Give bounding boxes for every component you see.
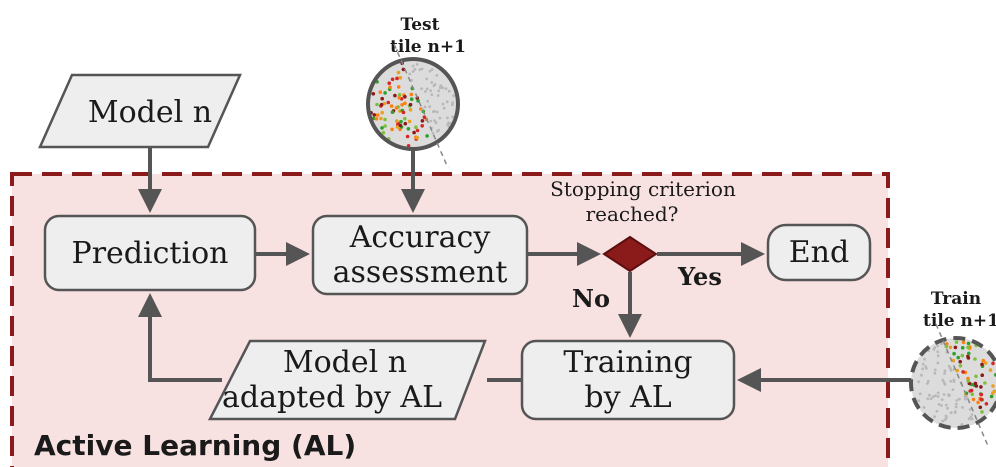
training-node xyxy=(520,339,736,421)
train-tile-icon xyxy=(909,323,996,447)
model-n-node xyxy=(38,73,242,149)
accuracy-assessment-node xyxy=(311,214,529,296)
active-learning-label: Active Learning (AL) xyxy=(34,429,356,462)
decision-diamond xyxy=(602,235,658,273)
adapted-model-node xyxy=(207,339,487,421)
end-label: End xyxy=(789,235,849,270)
arrow-adapted-to-prediction xyxy=(138,293,222,382)
train-tile-line1: Train xyxy=(931,289,981,309)
end-node xyxy=(766,223,872,282)
yes-label: Yes xyxy=(677,262,722,291)
accuracy-label-line1: Accuracy xyxy=(349,220,491,255)
accuracy-label-line2: assessment xyxy=(333,255,508,290)
adapted-model-line1: Model n xyxy=(283,345,407,380)
no-label: No xyxy=(572,284,610,313)
prediction-node xyxy=(43,214,257,292)
adapted-model-line2: adapted by AL xyxy=(222,380,442,415)
prediction-label: Prediction xyxy=(72,236,229,271)
test-tile-line1: Test xyxy=(401,15,440,35)
stopping-criterion-line1: Stopping criterion xyxy=(550,177,736,201)
test-tile-icon xyxy=(366,43,460,169)
stopping-criterion-line2: reached? xyxy=(586,202,679,226)
training-label-line1: Training xyxy=(563,345,692,380)
training-label-line2: by AL xyxy=(584,380,671,415)
train-tile-line2: tile n+1 xyxy=(923,311,996,331)
test-tile-line2: tile n+1 xyxy=(390,37,466,57)
model-n-label: Model n xyxy=(88,95,212,130)
